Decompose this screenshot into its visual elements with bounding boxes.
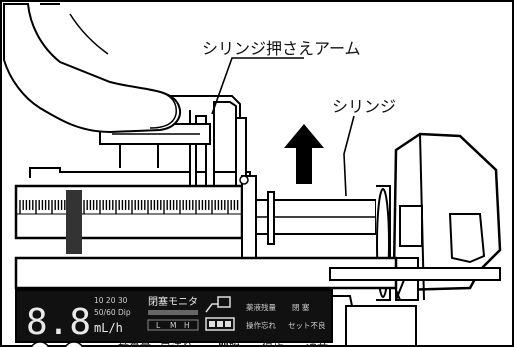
syringe-leader	[343, 115, 355, 197]
plunger-gasket	[66, 190, 82, 254]
syringe-barrel	[14, 175, 257, 261]
pump-upper-body	[29, 167, 251, 186]
key-start: 開始	[218, 339, 240, 347]
guide-rod	[329, 267, 501, 281]
occlusion-level-l: L	[156, 321, 161, 330]
clamp-arm-leader	[211, 57, 304, 115]
plug-icon	[205, 296, 231, 313]
key-fast-forward: 早送り	[160, 339, 193, 347]
occlusion-monitor-label: 閉塞モニタ	[148, 295, 198, 308]
key-row: 積算量 早送り 開始 停止 消音	[30, 339, 328, 347]
rate-unit: mL/h	[94, 321, 123, 335]
finger-illustration	[3, 3, 181, 134]
occlusion-level-m: M	[170, 321, 176, 330]
drop-setting: 50/60 Dip	[94, 308, 131, 317]
alarm-set-error: セット不良	[288, 320, 326, 330]
rate-options: 10 20 30	[94, 296, 128, 305]
alarm-remaining: 薬液残量	[246, 302, 276, 312]
alarm-occlusion: 閉 塞	[292, 302, 310, 312]
display-panel: 8.8 10 20 30 50/60 Dip mL/h 閉塞モニタ L M H …	[15, 289, 333, 343]
key-mute: 消音	[306, 339, 328, 347]
syringe-clamp-arm	[99, 95, 247, 191]
key-stop: 停止	[262, 339, 284, 347]
alarm-forgot: 操作忘れ	[246, 320, 276, 330]
up-arrow-icon	[284, 124, 324, 184]
battery-icon	[205, 317, 235, 331]
label-syringe-clamp-arm: シリンジ押さえアーム	[202, 39, 361, 58]
occlusion-level-h: H	[184, 321, 190, 330]
key-accumulated: 積算量	[118, 339, 151, 347]
label-syringe: シリンジ	[332, 97, 396, 116]
rate-display: 8.8	[26, 302, 91, 343]
